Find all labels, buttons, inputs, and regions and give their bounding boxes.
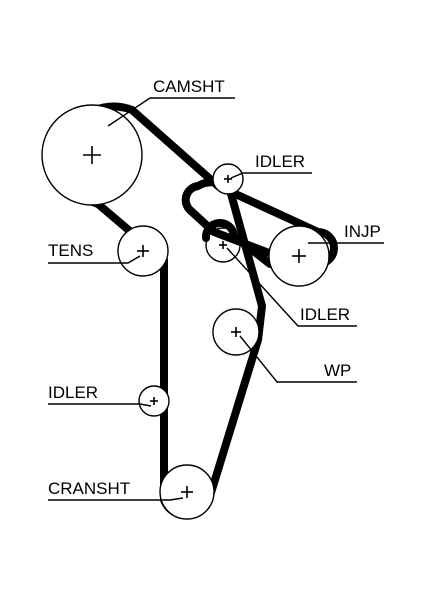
idler-mid-leader: [226, 247, 357, 327]
tensioner-label: TENS: [48, 241, 93, 260]
water-pump-pulley: [212, 308, 260, 356]
tensioner-pulley: [117, 225, 169, 277]
injection-pump-pulley: [268, 225, 330, 287]
idler-pulley-low: [138, 385, 170, 417]
timing-belt-inner: [201, 218, 274, 268]
injection-pump-label: INJP: [344, 222, 381, 241]
idler-top-label: IDLER: [255, 152, 305, 171]
idler-pulley-top: [212, 163, 244, 195]
crankshaft-pulley: [159, 464, 215, 520]
idler-mid-label: IDLER: [300, 305, 350, 324]
camshaft-leader: [107, 97, 235, 127]
crankshaft-label: CRANSHT: [48, 479, 130, 498]
cranksht-leader: [48, 497, 184, 501]
idler-low-label: IDLER: [48, 383, 98, 402]
idler-low-leader: [48, 403, 152, 407]
tens-leader: [48, 255, 141, 264]
wp-leader: [239, 335, 357, 383]
idler-pulley-middle: [205, 227, 241, 263]
camshaft-pulley: [41, 104, 143, 206]
camshaft-label: CAMSHT: [153, 77, 225, 96]
water-pump-label: WP: [324, 361, 351, 380]
idler-top-leader: [230, 172, 312, 179]
